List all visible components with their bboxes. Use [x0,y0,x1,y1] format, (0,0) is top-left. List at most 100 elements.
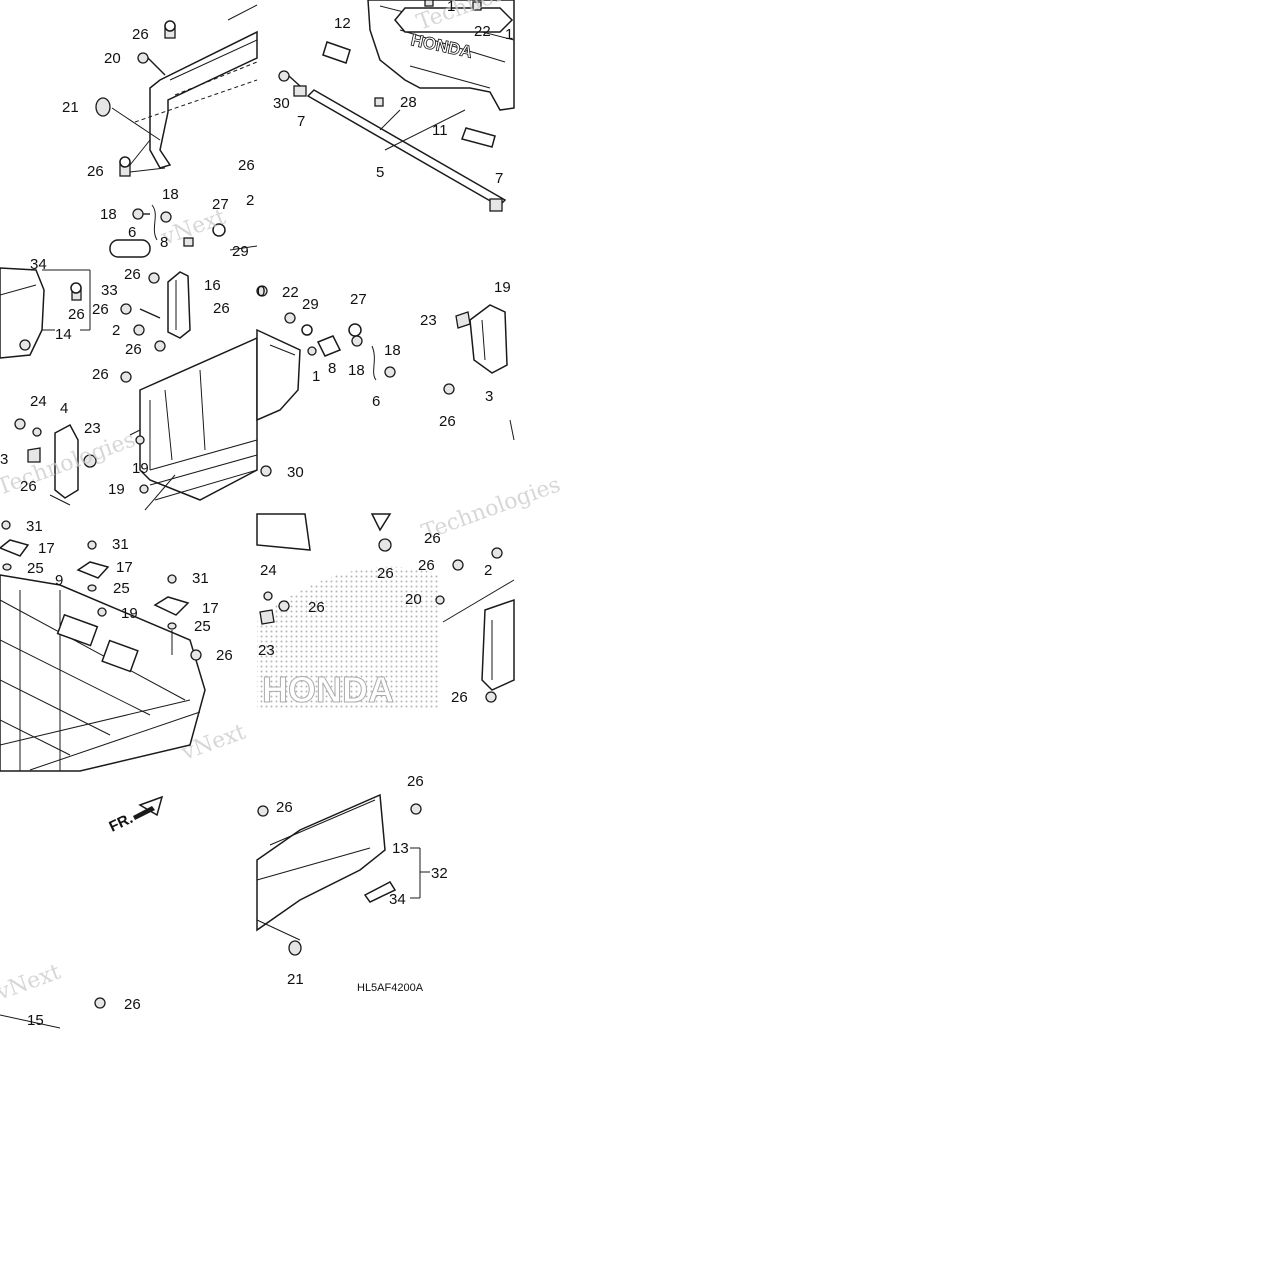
washer-21 [95,97,111,117]
bracket-8 [316,335,342,357]
callout-1: 1 [312,368,320,385]
callout-7: 7 [495,170,503,187]
callout-19: 19 [494,279,511,296]
callout-32: 32 [431,865,448,882]
callout-26: 26 [216,647,233,664]
callout-26: 26 [213,300,230,317]
callout-26: 26 [125,341,142,358]
tile-upper-left: vNext [95,4,258,258]
tie-down-17a [0,520,30,571]
callout-17: 17 [38,540,55,557]
callout-26: 26 [308,599,325,616]
callout-25: 25 [113,580,130,597]
front-direction-marker: FR. [107,795,164,836]
collar-7 [293,85,307,97]
callout-3: 3 [0,451,8,468]
callout-6: 6 [372,393,380,410]
callout-30: 30 [287,464,304,481]
callout-19: 19 [132,460,149,477]
callout-26: 26 [68,306,85,323]
callout-12: 12 [334,15,351,32]
callout-3: 3 [485,388,493,405]
callout-28: 28 [400,94,417,111]
clip-26-a [70,282,82,301]
bracket-3 [469,304,508,374]
bracket-4 [54,423,79,499]
callout-31: 31 [192,570,209,587]
tie-down-17b [76,540,110,592]
callout-26: 26 [124,266,141,283]
callout-26: 26 [377,565,394,582]
side-rail-panel [149,30,258,169]
callout-26: 26 [407,773,424,790]
reflector-11 [461,127,496,148]
screw-28 [374,97,384,107]
callout-25: 25 [27,560,44,577]
callout-23: 23 [84,420,101,437]
tile-bottom-left: FR. vNext [0,795,164,1029]
wing-decal [257,566,440,710]
callout-4: 4 [60,400,68,417]
callout-29: 29 [232,243,249,260]
cargo-plate [56,613,99,647]
callout-24: 24 [260,562,277,579]
cargo-bed-front-wall [139,336,258,501]
callout-26: 26 [418,557,435,574]
callout-31: 31 [112,536,129,553]
callout-27: 27 [212,196,229,213]
bed-side-panel [256,328,301,422]
fastener-cluster [109,204,258,258]
callout-6: 6 [128,224,136,241]
tailgate-rod [306,89,507,207]
callout-26: 26 [238,157,255,174]
callout-16: 16 [204,277,221,294]
callout-2: 2 [112,322,120,339]
callout-26: 26 [451,689,468,706]
callout-20: 20 [405,591,422,608]
tile-center [256,285,515,477]
clip-26-top [164,20,176,39]
callout-26: 26 [92,301,109,318]
callout-22: 22 [474,23,491,40]
callout-1: 1 [447,0,455,15]
callout-26: 26 [439,413,456,430]
callout-20: 20 [104,50,121,67]
callout-1: 1 [505,26,513,43]
callout-13: 13 [392,840,409,857]
callout-14: 14 [55,326,72,343]
callout-18: 18 [100,206,117,223]
callout-33: 33 [101,282,118,299]
washer-21b [288,940,302,956]
callout-25: 25 [194,618,211,635]
reflector-12 [322,41,351,64]
diagram-code: HL5AF4200A [357,982,424,994]
callout-26: 26 [276,799,293,816]
callout-19: 19 [108,481,125,498]
callout-5: 5 [376,164,384,181]
callout-18: 18 [384,342,401,359]
tailgate-side-bracket [481,598,515,691]
bracket-16 [167,271,191,339]
callout-2: 2 [484,562,492,579]
callout-17: 17 [202,600,219,617]
callout-27: 27 [350,291,367,308]
callout-17: 17 [116,559,133,576]
callout-11: 11 [432,122,448,139]
callout-26: 26 [87,163,104,180]
bolt-20 [137,52,166,76]
callout-26: 26 [20,478,37,495]
tie-down-17c [153,574,190,630]
tile-bottom-middle: HL5AF4200A [256,793,430,994]
callout-23: 23 [420,312,437,329]
callout-34: 34 [30,256,47,273]
clip-26-low [119,156,131,177]
callout-24: 24 [30,393,47,410]
callout-21: 21 [287,971,304,988]
callout-15: 15 [27,1012,44,1029]
trim-strip-34 [363,881,397,903]
cargo-bed-floor [0,574,206,772]
bolt-30 [278,70,290,82]
decal-emblem-text: HONDA [262,669,394,710]
callout-21: 21 [62,99,79,116]
